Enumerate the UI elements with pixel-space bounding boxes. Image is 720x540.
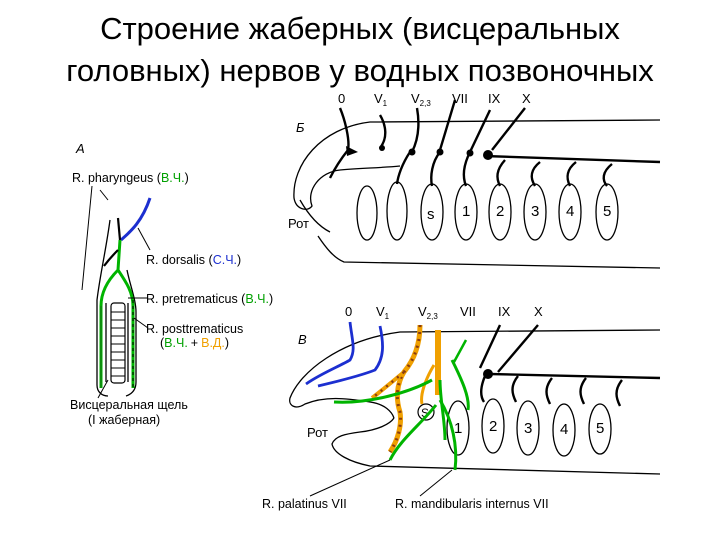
palatinus-label: R. palatinus VII	[262, 497, 347, 511]
visceral-cleft	[110, 302, 126, 384]
posttrematicus-label: R. posttrematicus	[146, 322, 243, 336]
panel-v-vagus-ganglion	[483, 369, 493, 379]
panel-v-nerve-ix: IX	[498, 304, 511, 319]
panel-v-cleft-3: 3	[524, 420, 532, 437]
visceral-cleft-label: Висцеральная щель	[70, 398, 188, 412]
panel-b-nerve-v23: V2,3	[411, 91, 431, 108]
slide-title-line1: Строение жаберных (висцеральных	[100, 11, 620, 46]
panel-b-nerve-v1: V1	[374, 91, 388, 108]
dorsalis-branch	[120, 197, 152, 242]
panel-v-leaders	[309, 459, 453, 497]
panel-b-nerves	[328, 99, 661, 187]
panel-b-cleft-1: 1	[462, 203, 470, 220]
panel-b-clefts	[356, 181, 619, 241]
panel-v-head-outline	[289, 329, 661, 475]
panel-v-blue-nerves	[305, 321, 384, 388]
panel-a: А	[70, 141, 273, 427]
panel-v-cleft-labels: S 1 2 3 4 5	[421, 406, 604, 438]
visceral-cleft-sublabel: (I жаберная)	[88, 413, 160, 427]
slide-title-line2: головных) нервов у водных позвоночных	[66, 53, 654, 88]
panel-v: В Рот S 1 2 3 4 5	[262, 304, 661, 511]
panel-v-nerve-v23: V2,3	[418, 304, 438, 321]
panel-v-letter: В	[298, 332, 307, 347]
panel-b-cleft-5: 5	[603, 203, 611, 220]
panel-v-cleft-4: 4	[560, 421, 568, 438]
panel-a-letter: А	[75, 141, 85, 156]
panel-v-clefts	[446, 398, 612, 457]
panel-b-nerve-x: X	[522, 91, 531, 106]
panel-v-cleft-5: 5	[596, 420, 604, 437]
panel-b-cleft-s: s	[427, 206, 435, 223]
panel-v-nerve-0: 0	[345, 304, 352, 319]
panel-b-nerve-labels: 0 V1 V2,3 VII IX X	[338, 91, 531, 108]
panel-v-nerve-vii: VII	[460, 304, 476, 319]
panel-v-cleft-s: S	[421, 406, 429, 420]
panel-v-cleft-2: 2	[489, 418, 497, 435]
panel-b-cleft-4: 4	[566, 203, 574, 220]
pretrematicus-label: R. pretrematicus (В.Ч.)	[146, 292, 273, 306]
pharyngeus-label: R. pharyngeus (В.Ч.)	[72, 171, 189, 185]
panel-b-cleft-3: 3	[531, 203, 539, 220]
panel-b-nerve-vii: VII	[452, 91, 468, 106]
pharyngeus-branch	[103, 217, 122, 267]
panel-v-nerve-v1: V1	[376, 304, 390, 321]
panel-b-nerve-ix: IX	[488, 91, 501, 106]
panel-v-mouth: Рот	[307, 425, 328, 440]
posttrematicus-components: (В.Ч.+В.Д.)	[160, 336, 229, 350]
panel-b-mouth: Рот	[288, 216, 309, 231]
panel-b-cleft-2: 2	[496, 203, 504, 220]
panel-v-nerve-labels: 0 V1 V2,3 VII IX X	[345, 304, 543, 321]
panel-v-nerve-x: X	[534, 304, 543, 319]
panel-v-cleft-1: 1	[454, 420, 462, 437]
posttrematicus-branch	[116, 269, 135, 388]
panel-b-nerve-0: 0	[338, 91, 345, 106]
panel-v-vagus	[478, 324, 661, 407]
panel-v-facial	[333, 330, 470, 471]
panel-b-letter: Б	[296, 120, 305, 135]
panel-b-ganglia	[346, 145, 493, 160]
panel-b-cleft-labels: s 1 2 3 4 5	[427, 203, 611, 223]
panel-v-spiracle	[417, 403, 435, 421]
panel-a-leaders	[81, 185, 151, 399]
panel-b-head-outline	[293, 119, 661, 269]
dorsalis-label: R. dorsalis (С.Ч.)	[146, 253, 241, 267]
mandibularis-label: R. mandibularis internus VII	[395, 497, 549, 511]
panel-a-arch	[96, 219, 137, 397]
panel-b: Б Рот s 1 2 3 4 5	[288, 91, 661, 269]
